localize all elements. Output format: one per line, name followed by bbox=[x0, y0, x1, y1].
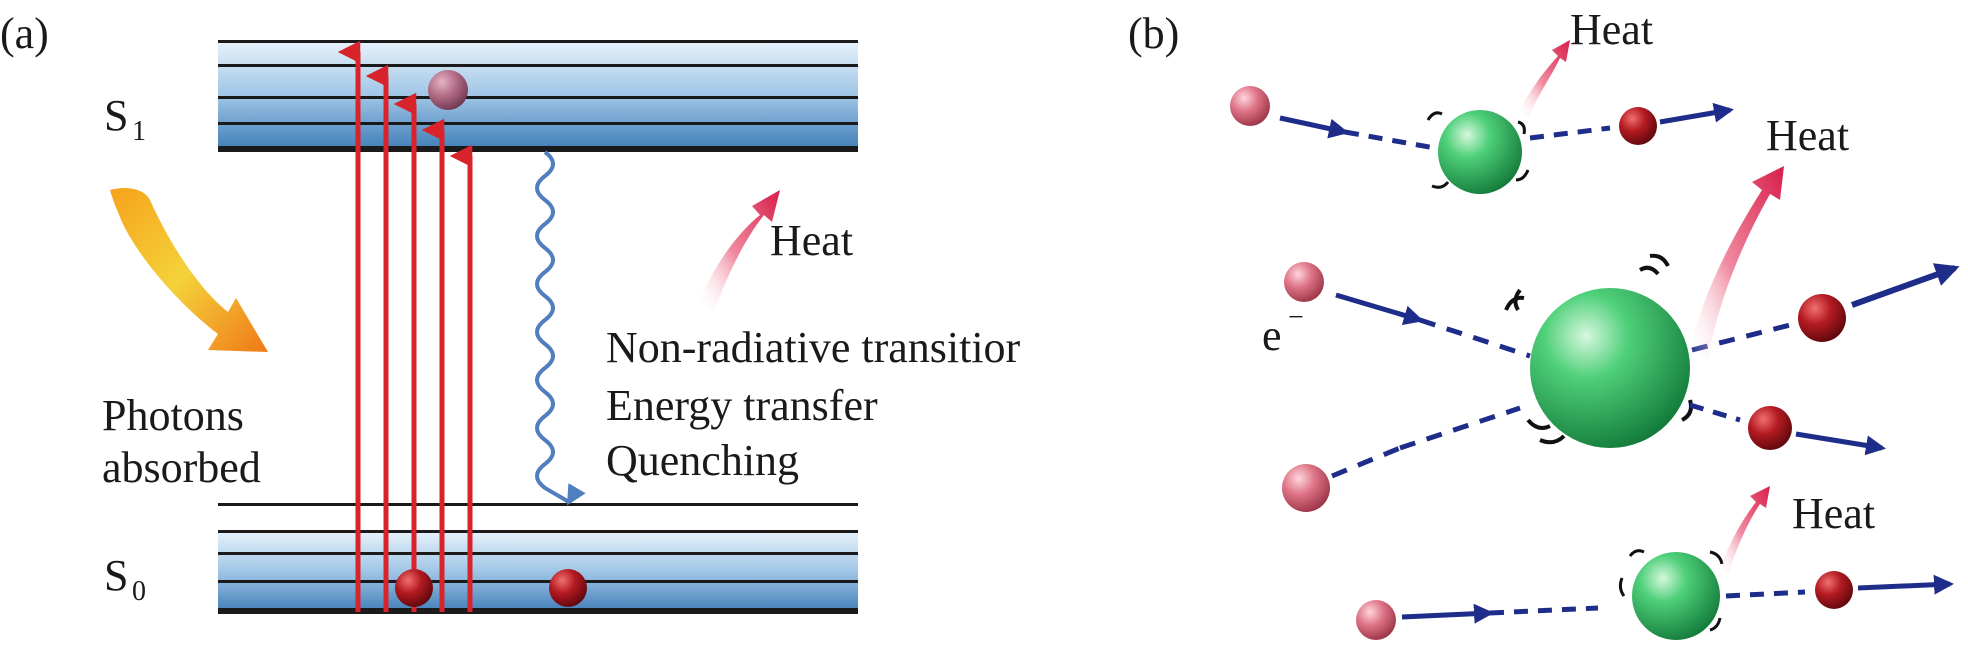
heat-label-b-right: Heat bbox=[1766, 111, 1849, 160]
outgoing-electron-bottom bbox=[1815, 571, 1853, 609]
s1-electron bbox=[428, 70, 468, 110]
panel-a-label: (a) bbox=[0, 9, 49, 58]
s0-subscript: 0 bbox=[132, 576, 146, 607]
heat-icon-top bbox=[1520, 40, 1570, 118]
nanoparticle-center bbox=[1530, 288, 1690, 448]
absorbed-label: absorbed bbox=[102, 443, 261, 492]
s1-label: S bbox=[104, 91, 128, 140]
heat-icon bbox=[700, 190, 780, 312]
heat-label-b-top: Heat bbox=[1570, 5, 1653, 54]
panel-b-label: (b) bbox=[1128, 9, 1179, 58]
heat-icon-bottom bbox=[1720, 486, 1770, 576]
s0-electron-2 bbox=[549, 569, 587, 607]
s1-subscript: 1 bbox=[132, 116, 146, 147]
s1-band bbox=[218, 40, 858, 152]
s0-label: S bbox=[104, 551, 128, 600]
incoming-electron-center bbox=[1284, 262, 1324, 302]
incoming-electron-lower bbox=[1282, 464, 1330, 512]
panel-a: (a) S 1 S 0 Photons absorbed bbox=[0, 9, 1021, 614]
absorption-curved-arrow bbox=[110, 188, 268, 352]
outgoing-electron-top bbox=[1619, 107, 1657, 145]
nanoparticle-top bbox=[1438, 110, 1522, 194]
outgoing-electron-center-2 bbox=[1748, 406, 1792, 450]
scatter-event-bottom bbox=[1356, 486, 1954, 640]
scatter-event-center bbox=[1282, 166, 1960, 512]
s0-band bbox=[218, 503, 858, 614]
incoming-electron-bottom bbox=[1356, 600, 1396, 640]
photons-label: Photons bbox=[102, 391, 244, 440]
process-line-2: Energy transfer bbox=[606, 381, 878, 430]
process-line-3: Quenching bbox=[606, 436, 799, 485]
s0-electron-1 bbox=[395, 569, 433, 607]
vibration-marks-top bbox=[1426, 111, 1530, 189]
electron-label: e bbox=[1262, 311, 1282, 360]
vibration-marks-bottom bbox=[1618, 549, 1724, 632]
heat-icon-center bbox=[1690, 166, 1784, 360]
excitation-arrows bbox=[337, 40, 473, 612]
panel-b: (b) Heat bbox=[1128, 5, 1960, 640]
outgoing-electron-center bbox=[1798, 294, 1846, 342]
heat-label-b-bottom: Heat bbox=[1792, 489, 1875, 538]
nonradiative-wavy-arrow bbox=[535, 150, 586, 506]
process-line-1: Non-radiative transitior bbox=[606, 323, 1021, 372]
electron-superscript: − bbox=[1288, 302, 1304, 333]
vibration-marks-center bbox=[1504, 253, 1693, 445]
scatter-event-top bbox=[1230, 40, 1734, 194]
incoming-electron-top bbox=[1230, 86, 1270, 126]
heat-label-a: Heat bbox=[770, 216, 853, 265]
nanoparticle-bottom bbox=[1632, 552, 1720, 640]
